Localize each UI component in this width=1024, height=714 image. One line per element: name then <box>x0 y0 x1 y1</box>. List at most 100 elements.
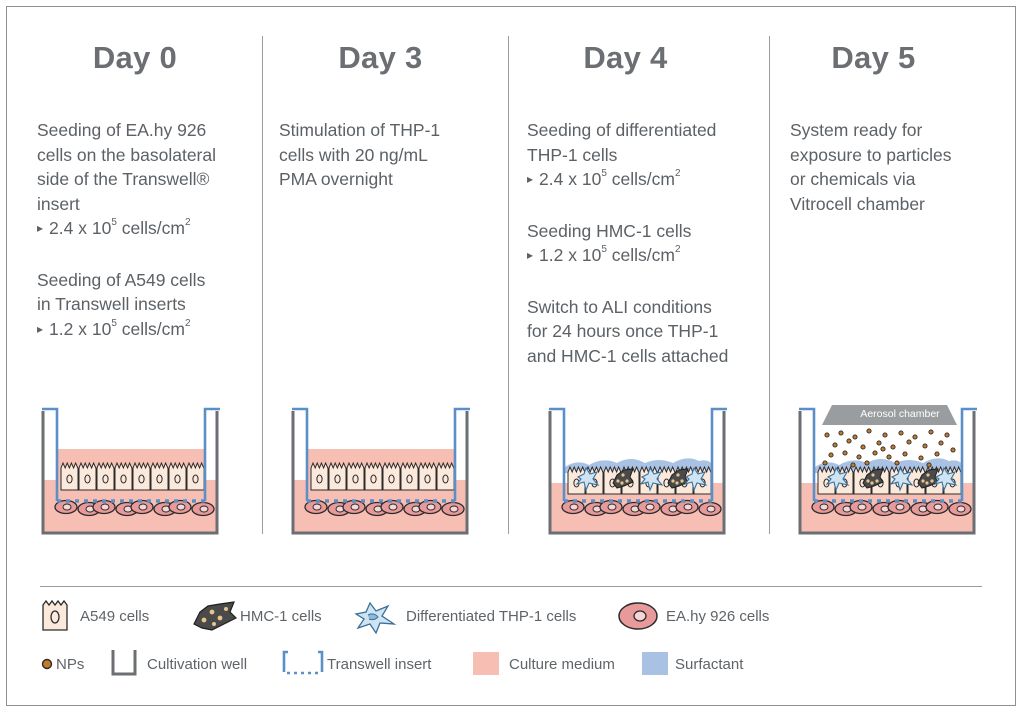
np-particle <box>912 434 918 440</box>
cultivation-well <box>548 411 726 535</box>
well-diagram-day-3 <box>291 407 470 535</box>
transwell-insert-wall <box>960 407 977 501</box>
density-bullet: 2.4 x 105 cells/cm2 <box>37 216 257 243</box>
surfactant-swatch <box>642 652 668 675</box>
thp1-cell <box>889 466 914 492</box>
a549-cell <box>364 461 383 491</box>
eahy-nucleus <box>857 503 867 511</box>
hmc1-granule <box>926 473 930 477</box>
cultivation-well-icon <box>111 650 137 676</box>
step-line: Stimulation of THP-1 <box>279 120 441 140</box>
np-particle <box>822 460 828 466</box>
eahy-nucleus <box>607 503 617 511</box>
np-particle <box>832 442 838 448</box>
np-particle <box>856 454 862 460</box>
day-4-heading: Day 4 <box>583 40 668 75</box>
a549-cell <box>310 461 329 491</box>
step-line: THP-1 cells <box>527 144 618 165</box>
np-particle <box>882 432 888 438</box>
np-particle <box>950 447 956 453</box>
step-line: exposure to particles <box>790 144 952 165</box>
a549-cell <box>132 461 151 491</box>
a549-cell <box>346 461 365 491</box>
legend-well-label: Cultivation well <box>147 656 248 673</box>
np-particle <box>944 432 950 438</box>
a549-cell <box>78 461 97 491</box>
cultivation-well <box>798 411 976 535</box>
eahy-nucleus <box>388 503 398 511</box>
eahy-nucleus <box>956 505 966 513</box>
hmc1-granule <box>930 479 934 483</box>
np-particle <box>886 454 892 460</box>
a549-nucleus <box>316 474 323 484</box>
culture-medium-swatch <box>473 652 499 675</box>
eahy-nucleus <box>199 505 209 513</box>
step-line: for 24 hours once THP-1 <box>527 321 719 341</box>
legend-eahy-label: EA.hy 926 cells <box>666 608 770 625</box>
a549-nucleus <box>388 474 395 484</box>
step-line: cells with 20 ng/mL <box>279 144 428 165</box>
a549-cell <box>382 461 401 491</box>
a549-nucleus <box>66 474 73 484</box>
a549-nucleus <box>174 474 181 484</box>
aerosol-chamber <box>822 405 957 425</box>
eahy-nucleus <box>933 503 943 511</box>
a549-cell <box>96 461 115 491</box>
hmc1-granule <box>921 479 925 483</box>
np-particle <box>906 439 912 445</box>
np-particle <box>918 455 924 461</box>
a549-cell <box>328 461 347 491</box>
well-diagram-day-5 <box>798 405 977 535</box>
a549-nucleus <box>442 474 449 484</box>
eahy-nucleus <box>569 503 579 511</box>
hmc1-granule <box>671 479 675 483</box>
np-particle <box>934 451 940 457</box>
np-particle <box>898 430 904 436</box>
np-particle <box>864 460 870 466</box>
a549-cell <box>817 465 836 495</box>
transwell-insert-wall <box>710 407 727 501</box>
np-particle <box>866 428 872 434</box>
hmc1-granule <box>620 481 624 485</box>
density-bullet: 1.2 x 105 cells/cm2 <box>527 243 767 270</box>
column-separator <box>508 36 510 534</box>
transwell-insert-wall <box>42 407 59 501</box>
eahy-nucleus <box>176 503 186 511</box>
thp1-cell <box>575 466 600 492</box>
day-3-heading: Day 3 <box>338 40 423 75</box>
np-particle <box>890 444 896 450</box>
thp1-cell-icon <box>354 601 397 635</box>
a549-nucleus <box>334 474 341 484</box>
step-line: System ready for <box>790 120 923 140</box>
day-5-text: System ready for exposure to particles o… <box>790 118 1010 216</box>
a549-cell <box>150 461 169 491</box>
a549-cell <box>418 461 437 491</box>
thp1-cell <box>933 466 958 492</box>
hmc1-granule <box>875 479 879 483</box>
legend-insert-label: Transwell insert <box>327 656 432 673</box>
day-0-text: Seeding of EA.hy 926 cells on the basola… <box>37 118 257 343</box>
np-particle <box>824 432 830 438</box>
np-particle <box>838 430 844 436</box>
step-line: or chemicals via <box>790 169 916 189</box>
column-separator <box>769 36 771 534</box>
hmc1-granule <box>871 473 875 477</box>
eahy-nucleus <box>100 503 110 511</box>
column-separator <box>262 36 264 534</box>
a549-nucleus <box>84 474 91 484</box>
day-4-text: Seeding of differentiated THP-1 cells 2.… <box>527 118 767 368</box>
step-line: Seeding of EA.hy 926 <box>37 120 207 140</box>
a549-nucleus <box>120 474 127 484</box>
np-particle <box>926 462 932 468</box>
legend-a549-label: A549 cells <box>80 608 150 625</box>
np-particle <box>902 451 908 457</box>
np-particle <box>850 462 856 468</box>
a549-cell <box>168 461 187 491</box>
thp1-cell <box>825 466 850 492</box>
hmc1-granule <box>680 479 684 483</box>
step-line: in Transwell inserts <box>37 294 186 314</box>
a549-nucleus <box>370 474 377 484</box>
transwell-insert-wall <box>799 407 816 501</box>
a549-nucleus <box>424 474 431 484</box>
np-particle <box>828 452 834 458</box>
